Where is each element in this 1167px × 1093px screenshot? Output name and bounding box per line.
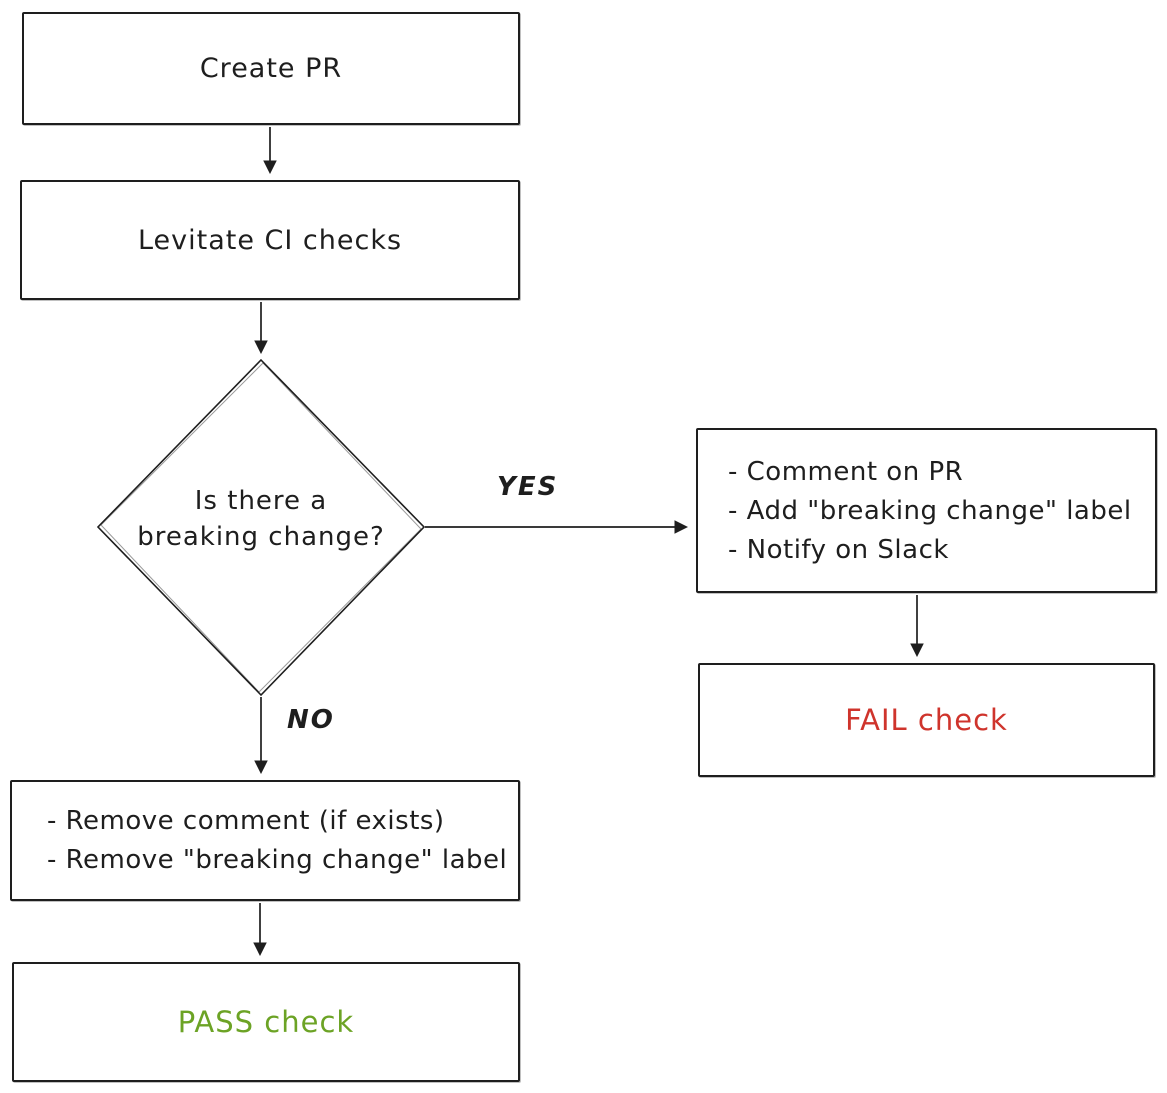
- node-pass-check: PASS check: [12, 962, 520, 1082]
- node-decision-label: Is there a breaking change?: [137, 486, 385, 552]
- node-create-pr: Create PR: [22, 12, 520, 125]
- edge-label-yes: YES: [497, 472, 559, 502]
- yes-action-add-label: - Add "breaking change" label: [728, 495, 1132, 526]
- node-fail-check-label: FAIL check: [845, 703, 1008, 737]
- node-yes-actions: - Comment on PR - Add "breaking change" …: [696, 428, 1157, 593]
- node-fail-check: FAIL check: [698, 663, 1155, 777]
- yes-action-notify-slack: - Notify on Slack: [728, 534, 949, 565]
- node-no-actions: - Remove comment (if exists) - Remove "b…: [10, 780, 520, 901]
- edge-label-no: NO: [287, 705, 335, 735]
- node-pass-check-label: PASS check: [177, 1005, 355, 1039]
- node-levitate-ci-checks: Levitate CI checks: [20, 180, 520, 300]
- node-levitate-ci-checks-label: Levitate CI checks: [137, 224, 403, 256]
- node-create-pr-label: Create PR: [199, 53, 343, 84]
- no-action-remove-comment: - Remove comment (if exists): [47, 806, 445, 836]
- no-action-remove-label: - Remove "breaking change" label: [47, 845, 508, 875]
- yes-action-comment-on-pr: - Comment on PR: [728, 456, 964, 487]
